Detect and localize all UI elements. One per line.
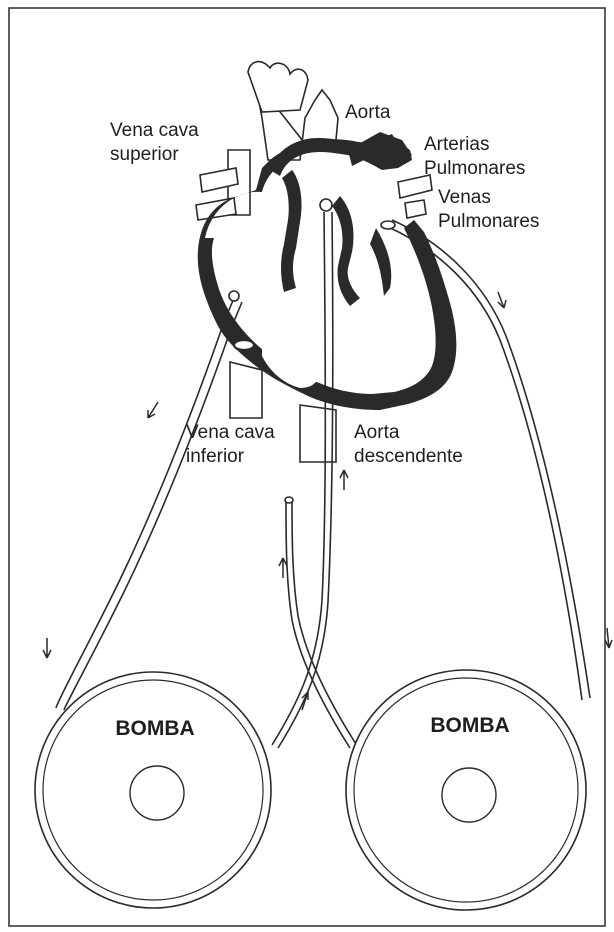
arrow-up-1 [340,470,348,490]
label-ad: A.D. [224,261,258,280]
arrow-up-2 [279,558,287,578]
arrow-down-left-1 [148,402,158,418]
label-vd: V.D. [280,337,312,356]
arrow-down-right-2 [605,628,612,648]
pump-left-label: BOMBA [115,717,194,740]
arrow-down-left-2 [43,638,51,658]
flow-arrows [43,292,612,710]
label-aorta: Aorta [345,102,391,123]
label-venas-1: Venas [438,187,491,208]
label-arterias-2: Pulmonares [424,158,525,179]
label-vi: V.I. [376,297,400,316]
label-vena-cava-inferior-2: inferior [186,446,245,467]
tubing [56,199,590,748]
label-vena-cava-inferior-1: Vena cava [186,422,275,443]
label-aorta-desc-2: descendente [354,446,463,467]
pump-right-label: BOMBA [430,714,509,737]
pump-right: BOMBA [346,670,586,910]
label-aorta-desc-1: Aorta [354,422,400,443]
label-arterias-1: Arterias [424,134,489,155]
arrow-down-right-1 [498,292,506,308]
label-venas-2: Pulmonares [438,211,539,232]
label-vena-cava-superior-2: superior [110,144,179,165]
pump-left: BOMBA [35,672,271,908]
label-vena-cava-superior-1: Vena cava [110,120,199,141]
label-ai: A.I. [356,200,382,219]
